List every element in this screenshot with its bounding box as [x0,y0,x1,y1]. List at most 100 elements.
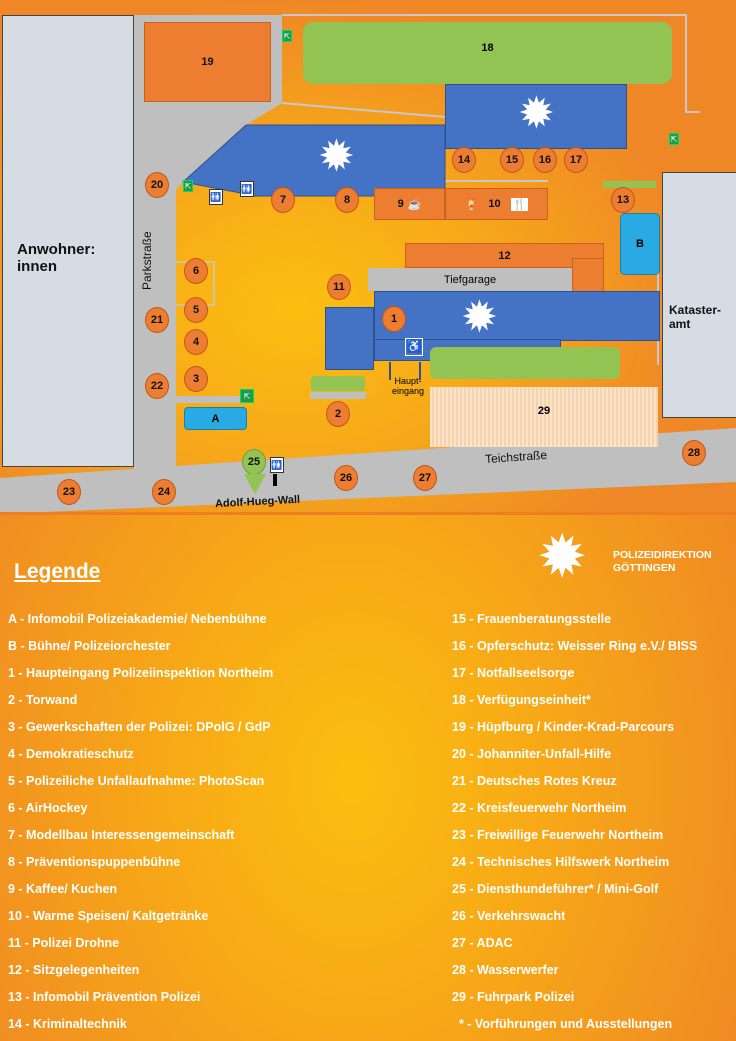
legend-item: A - Infomobil Polizeiakademie/ Nebenbühn… [8,612,267,626]
legend-left-column: A - Infomobil Polizeiakademie/ Nebenbühn… [8,606,273,1038]
police-building-northeast [445,84,627,149]
marker-25[interactable]: 25 [242,449,266,475]
police-directorate-logo-text: POLIZEIDIREKTION GÖTTINGEN [613,549,712,575]
green-area [430,347,620,379]
emergency-exit-icon: ⇱ [240,389,254,403]
teichstrasse-road [0,428,736,514]
legend-item: 1 - Haupteingang Polizeiinspektion North… [8,666,274,680]
legend-item: 21 - Deutsches Rotes Kreuz [452,774,617,788]
marker-28[interactable]: 28 [682,440,706,466]
marker-6[interactable]: 6 [184,258,208,284]
legend-item: 8 - Präventionspuppenbühne [8,855,181,869]
legend-item: 9 - Kaffee/ Kuchen [8,882,118,896]
area-29-vehicle-fleet[interactable]: 29 [430,387,658,447]
marker-7[interactable]: 7 [271,187,295,213]
parkstrasse-label: Parkstraße [140,231,154,290]
legend-item: 22 - Kreisfeuerwehr Northeim [452,801,627,815]
area-9[interactable]: 9☕ [374,188,445,220]
legend-item: 23 - Freiwillige Feuerwehr Northeim [452,828,664,842]
legend-item: 24 - Technisches Hilfswerk Northeim [452,855,670,869]
legend-item: 20 - Johanniter-Unfall-Hilfe [452,747,612,761]
green-strip [603,181,656,188]
legend-item: 19 - Hüpfburg / Kinder-Krad-Parcours [452,720,675,734]
cadastre-label: Kataster-amt [669,303,722,331]
area-19[interactable]: 19 [144,22,271,102]
legend-item: 15 - Frauenberatungsstelle [452,612,612,626]
area-a-infomobile[interactable]: A [184,407,247,430]
restroom-icon: 🚻 [270,457,284,473]
underground-garage: Tiefgarage [368,268,572,291]
emergency-exit-icon: ⇱ [669,133,679,145]
arrow-down-icon [244,474,266,494]
legend-item: B - Bühne/ Polizeiorchester [8,639,171,653]
marker-22[interactable]: 22 [145,373,169,399]
marker-23[interactable]: 23 [57,479,81,505]
legend-item: 14 - Kriminaltechnik [8,1017,127,1031]
entrance-post [389,362,391,380]
legend-item: 28 - Wasserwerfer [452,963,559,977]
legend-item: 29 - Fuhrpark Polizei [452,990,575,1004]
green-area [311,376,365,391]
marker-4[interactable]: 4 [184,329,208,355]
area-b-stage[interactable]: B [620,213,660,275]
legend-item: 10 - Warme Speisen/ Kaltgetränke [8,909,209,923]
residents-block: Anwohner: innen [2,15,134,467]
emergency-exit-icon: ⇱ [183,180,193,192]
legend-item: 13 - Infomobil Prävention Polizei [8,990,201,1004]
marker-8[interactable]: 8 [335,187,359,213]
legend-item: 26 - Verkehrswacht [452,909,566,923]
legend-item: 27 - ADAC [452,936,513,950]
area-18[interactable]: 18 [303,22,672,84]
police-star-icon: ✹ [518,89,555,138]
area-9-label: 9 [397,198,404,210]
site-map: Anwohner: innen Parkstraße 19 18 ✹ ✹ 9☕ … [0,0,736,515]
logo-line-1: POLIZEIDIREKTION [613,549,712,561]
police-star-icon: ✹ [461,293,498,342]
police-star-icon: ✹ [318,132,355,181]
wheelchair-icon: ♿ [405,338,423,356]
area-12-extension [572,258,604,292]
legend-item: 17 - Notfallseelsorge [452,666,575,680]
cutlery-icon: 🍴 [510,197,529,211]
restroom-icon: 🚻 [209,189,223,205]
marker-26[interactable]: 26 [334,465,358,491]
entrance-post [419,362,421,380]
legend-item: 4 - Demokratieschutz [8,747,134,761]
marker-2[interactable]: 2 [326,401,350,427]
logo-line-2: GÖTTINGEN [613,562,676,574]
police-inspection-building [374,291,660,341]
arrow-down-icon [273,474,277,486]
drink-icon: 🍹 [464,198,479,211]
legend-item: 16 - Opferschutz: Weisser Ring e.V./ BIS… [452,639,698,653]
marker-11[interactable]: 11 [327,274,351,300]
legend-item: 5 - Polizeiliche Unfallaufnahme: PhotoSc… [8,774,265,788]
cadastre-office: Kataster-amt [662,172,736,418]
marker-1[interactable]: 1 [382,306,406,332]
marker-5[interactable]: 5 [184,297,208,323]
restroom-icon: 🚻 [240,181,254,197]
marker-14[interactable]: 14 [452,147,476,173]
police-star-logo: ✹ [537,523,588,590]
legend-item: 12 - Sitzgelegenheiten [8,963,140,977]
legend-item: 18 - Verfügungseinheit* [452,693,591,707]
marker-17[interactable]: 17 [564,147,588,173]
emergency-exit-icon: ⇱ [282,30,292,42]
marker-27[interactable]: 27 [413,465,437,491]
legend-item: 25 - Diensthundeführer* / Mini-Golf [452,882,659,896]
residents-label: Anwohner: innen [17,241,96,275]
marker-20[interactable]: 20 [145,172,169,198]
legend-item: * - Vorführungen und Ausstellungen [452,1017,673,1031]
area-10-label: 10 [488,198,501,210]
marker-3[interactable]: 3 [184,366,208,392]
marker-21[interactable]: 21 [145,307,169,333]
marker-15[interactable]: 15 [500,147,524,173]
area-10[interactable]: 🍹 10 🍴 [445,188,548,220]
marker-13[interactable]: 13 [611,187,635,213]
legend-item: 6 - AirHockey [8,801,88,815]
area-12[interactable]: 12 [405,243,604,268]
police-building-annex [325,307,374,370]
marker-16[interactable]: 16 [533,147,557,173]
legend-item: 11 - Polizei Drohne [8,936,120,950]
legend-item: 7 - Modellbau Interessengemeinschaft [8,828,235,842]
marker-24[interactable]: 24 [152,479,176,505]
